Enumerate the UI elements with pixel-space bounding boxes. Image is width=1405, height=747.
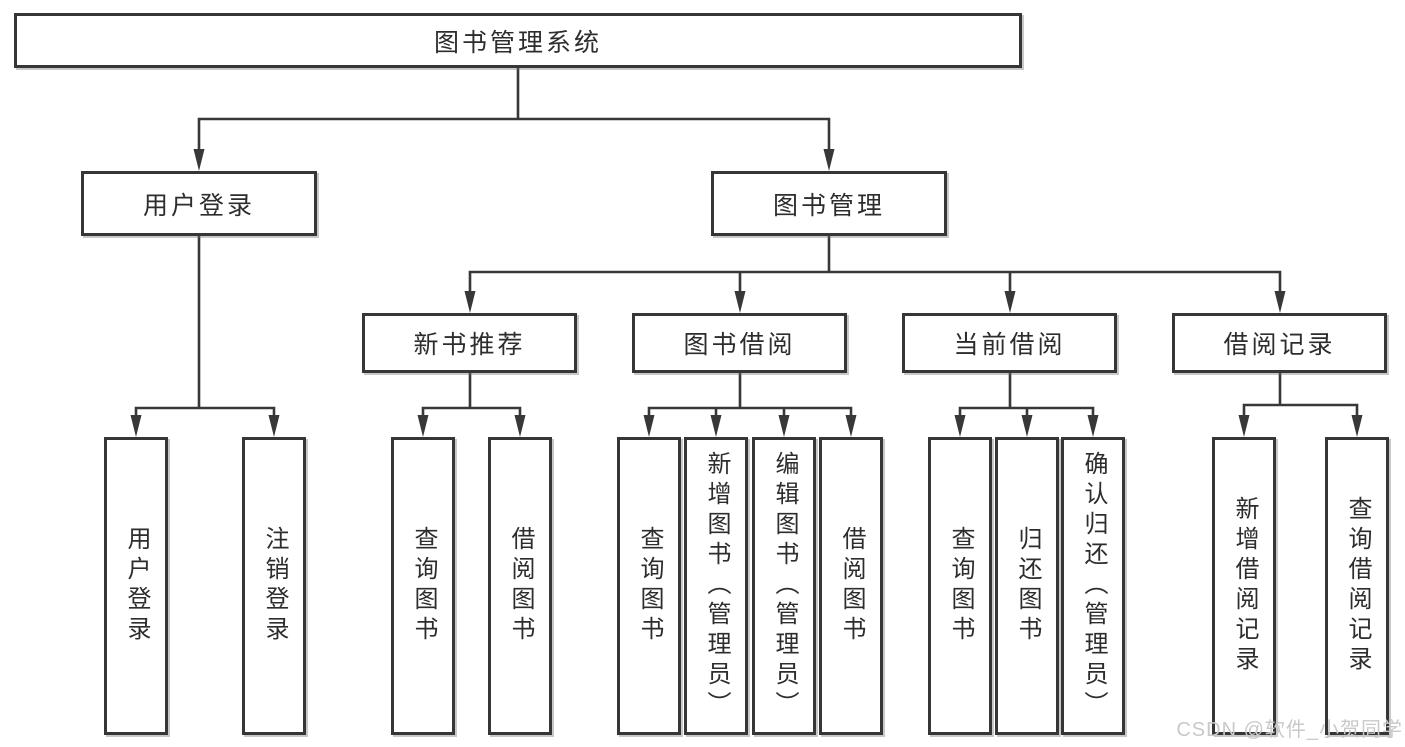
node-label: 确认归还（管理员） <box>1080 451 1107 721</box>
arrow-down-icon <box>823 149 835 171</box>
arrow-down-icon <box>954 415 966 437</box>
node-label: 借阅图书 <box>507 526 534 646</box>
connector-book-borrow-to-leaves <box>647 373 853 419</box>
node-label: 归还图书 <box>1014 526 1041 646</box>
node-label: 借阅记录 <box>1223 331 1336 359</box>
connector-borrow-records-to-leaves <box>1242 373 1359 419</box>
node-label: 编辑图书（管理员） <box>771 451 798 721</box>
node-library-management-system: 图书管理系统 <box>14 13 1022 68</box>
arrow-down-icon <box>778 415 790 437</box>
node-label: 图书管理系统 <box>433 28 602 57</box>
node-label: 用户登录 <box>142 191 255 220</box>
node-label: 查询图书 <box>947 526 974 646</box>
arrow-down-icon <box>514 415 526 437</box>
node-label: 图书管理 <box>772 191 885 220</box>
connector-new-book-recommend-to-leaves <box>421 373 522 419</box>
arrow-down-icon <box>845 415 857 437</box>
connector-root-to-level2 <box>197 67 831 152</box>
arrow-down-icon <box>1238 415 1250 437</box>
node-label: 注销登录 <box>261 526 288 646</box>
leaf-borrow-books-recommend: 借阅图书 <box>488 437 552 735</box>
arrow-down-icon <box>130 415 142 437</box>
leaf-logout: 注销登录 <box>242 437 306 735</box>
node-label: 用户登录 <box>123 526 150 646</box>
node-book-management: 图书管理 <box>711 171 947 236</box>
node-label: 查询图书 <box>410 526 437 646</box>
connector-user-login-to-leaves <box>134 236 276 419</box>
connector-lines <box>134 67 1359 419</box>
leaf-edit-book-admin: 编辑图书（管理员） <box>752 437 816 735</box>
leaf-query-borrow-record: 查询借阅记录 <box>1325 437 1389 735</box>
leaf-confirm-return-admin: 确认归还（管理员） <box>1061 437 1125 735</box>
node-label: 查询借阅记录 <box>1344 496 1371 676</box>
node-book-borrow: 图书借阅 <box>632 313 847 373</box>
arrow-down-icon <box>1274 291 1286 313</box>
leaf-query-books-recommend: 查询图书 <box>391 437 455 735</box>
arrow-down-icon <box>1351 415 1363 437</box>
node-new-book-recommend: 新书推荐 <box>362 313 577 373</box>
leaf-return-book: 归还图书 <box>995 437 1059 735</box>
arrow-down-icon <box>464 291 476 313</box>
leaf-add-borrow-record: 新增借阅记录 <box>1212 437 1276 735</box>
arrow-down-icon <box>1087 415 1099 437</box>
node-label: 借阅图书 <box>838 526 865 646</box>
node-label: 新增借阅记录 <box>1231 496 1258 676</box>
connector-book-management-to-level3 <box>468 236 1282 294</box>
leaf-add-book-admin: 新增图书（管理员） <box>684 437 748 735</box>
arrow-down-icon <box>1021 415 1033 437</box>
node-current-borrow: 当前借阅 <box>902 313 1117 373</box>
leaf-query-books-current: 查询图书 <box>928 437 992 735</box>
arrow-down-icon <box>193 149 205 171</box>
node-user-login: 用户登录 <box>81 171 317 236</box>
node-borrow-records: 借阅记录 <box>1172 313 1387 373</box>
csdn-watermark: CSDN @软件_小贺同学 <box>1176 719 1403 741</box>
node-label: 新书推荐 <box>413 331 526 359</box>
arrow-down-icon <box>710 415 722 437</box>
leaf-user-login: 用户登录 <box>104 437 168 735</box>
arrow-down-icon <box>417 415 429 437</box>
node-label: 新增图书（管理员） <box>703 451 730 721</box>
node-label: 当前借阅 <box>953 331 1066 359</box>
leaf-borrow-books: 借阅图书 <box>819 437 883 735</box>
node-label: 图书借阅 <box>683 331 796 359</box>
arrow-down-icon <box>268 415 280 437</box>
connector-current-borrow-to-leaves <box>958 373 1095 419</box>
arrow-down-icon <box>1004 291 1016 313</box>
node-label: 查询图书 <box>636 526 663 646</box>
arrow-down-icon <box>734 291 746 313</box>
leaf-query-books-borrow: 查询图书 <box>617 437 681 735</box>
arrowheads <box>130 149 1363 437</box>
arrow-down-icon <box>643 415 655 437</box>
